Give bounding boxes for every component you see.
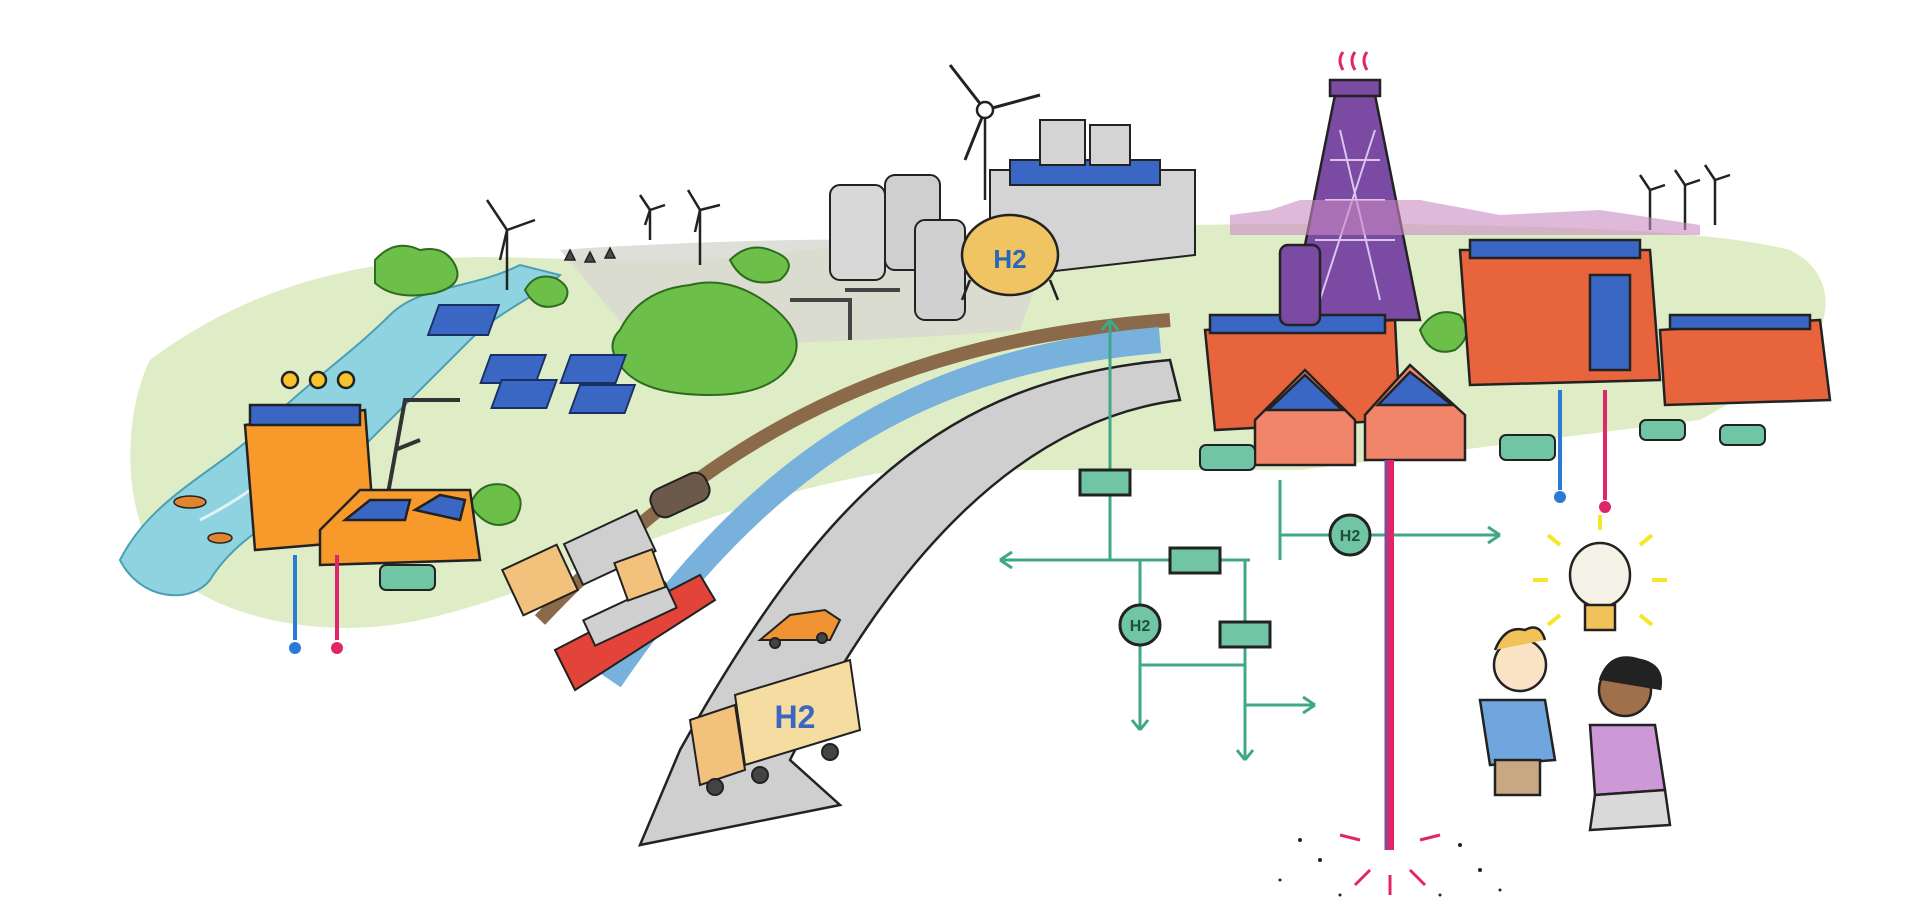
heat-waves-icon	[1338, 51, 1369, 71]
wind-turbine-icon	[948, 64, 1041, 200]
windmill-icon	[583, 250, 597, 263]
car-icon	[757, 608, 842, 649]
town-buildings	[1203, 200, 1832, 467]
rooftop-solar-icon	[1668, 313, 1812, 331]
solar-panel-icon	[568, 384, 637, 414]
small-building-icon	[1039, 119, 1086, 166]
trees	[374, 244, 1468, 526]
gauge-icon	[336, 370, 356, 390]
person-girl	[1588, 656, 1672, 832]
solar-panel-icon	[490, 379, 559, 409]
rooftop-solar-icon	[1375, 370, 1456, 407]
tree-icon	[728, 246, 790, 284]
town-cluster	[1658, 318, 1832, 407]
skyline	[1230, 200, 1700, 235]
wind-turbine-icon	[638, 194, 666, 240]
factory-left	[243, 370, 482, 567]
storage-tank-icon	[914, 219, 966, 321]
rooftop-solar-icon	[411, 493, 467, 522]
h2-tank-label: H2	[993, 244, 1026, 274]
battery-box-icon	[1218, 620, 1272, 649]
train-icon	[500, 471, 711, 617]
silo-icon	[1278, 243, 1322, 327]
h2-truck-label: H2	[775, 699, 816, 735]
wind-turbines	[485, 64, 1731, 290]
gauge-icon	[280, 370, 300, 390]
boat-icon	[207, 532, 233, 544]
geothermal-pipe	[1278, 460, 1502, 897]
vehicles: H2	[379, 419, 1766, 796]
truck-icon: H2	[688, 658, 862, 796]
windmills	[563, 246, 617, 263]
h2-node-icon	[1118, 603, 1162, 647]
wind-turbine-icon	[686, 189, 721, 265]
rooftop-solar-icon	[1009, 159, 1161, 186]
crane-icon	[383, 398, 460, 511]
heat-lines-right	[1554, 390, 1611, 513]
rooftop-solar-icon	[1468, 238, 1642, 260]
boat-icon	[173, 495, 207, 509]
wind-turbine-icon	[1673, 169, 1701, 230]
small-building-icon	[1089, 124, 1131, 166]
tree-icon	[468, 483, 522, 526]
hydrogen-tank-icon: H2	[960, 213, 1060, 301]
h2-node-icon	[1328, 513, 1372, 557]
solar-field	[426, 304, 637, 414]
wind-turbine-icon	[485, 199, 536, 290]
window-panel-icon	[1588, 273, 1632, 372]
solar-panel-icon	[479, 354, 548, 384]
rooftop-solar-icon	[1264, 373, 1346, 412]
solar-panel-icon	[559, 354, 628, 384]
windmill-icon	[603, 246, 617, 259]
person-boy	[1478, 626, 1557, 797]
light-bulb-icon	[1533, 515, 1667, 632]
gauge-icon	[308, 370, 328, 390]
tree-icon	[374, 244, 459, 297]
wind-turbine-icon	[1703, 164, 1731, 225]
rooftop-solar-icon	[248, 403, 362, 427]
battery-box-icon	[1078, 468, 1132, 497]
tree-cluster-icon	[611, 281, 798, 397]
h2-node-label-left: H2	[1130, 618, 1151, 635]
house-icon	[1363, 363, 1467, 462]
windmill-icon	[563, 248, 577, 261]
storage-tank-icon	[829, 184, 886, 281]
electric-car-icon	[379, 419, 1766, 591]
ship-icon	[553, 548, 717, 692]
rooftop-solar-icon	[341, 498, 412, 522]
solar-panel-icon	[426, 304, 501, 336]
battery-box-icon	[1168, 546, 1222, 575]
people-icon	[1478, 626, 1672, 832]
h2-node-label-right: H2	[1340, 528, 1361, 545]
speckles	[1278, 838, 1502, 897]
industrial-area: H2	[790, 119, 1196, 340]
energy-grid	[999, 319, 1501, 761]
tree-icon	[523, 275, 569, 308]
heat-lines-left	[289, 555, 343, 654]
heat-burst-icon	[1339, 833, 1441, 895]
